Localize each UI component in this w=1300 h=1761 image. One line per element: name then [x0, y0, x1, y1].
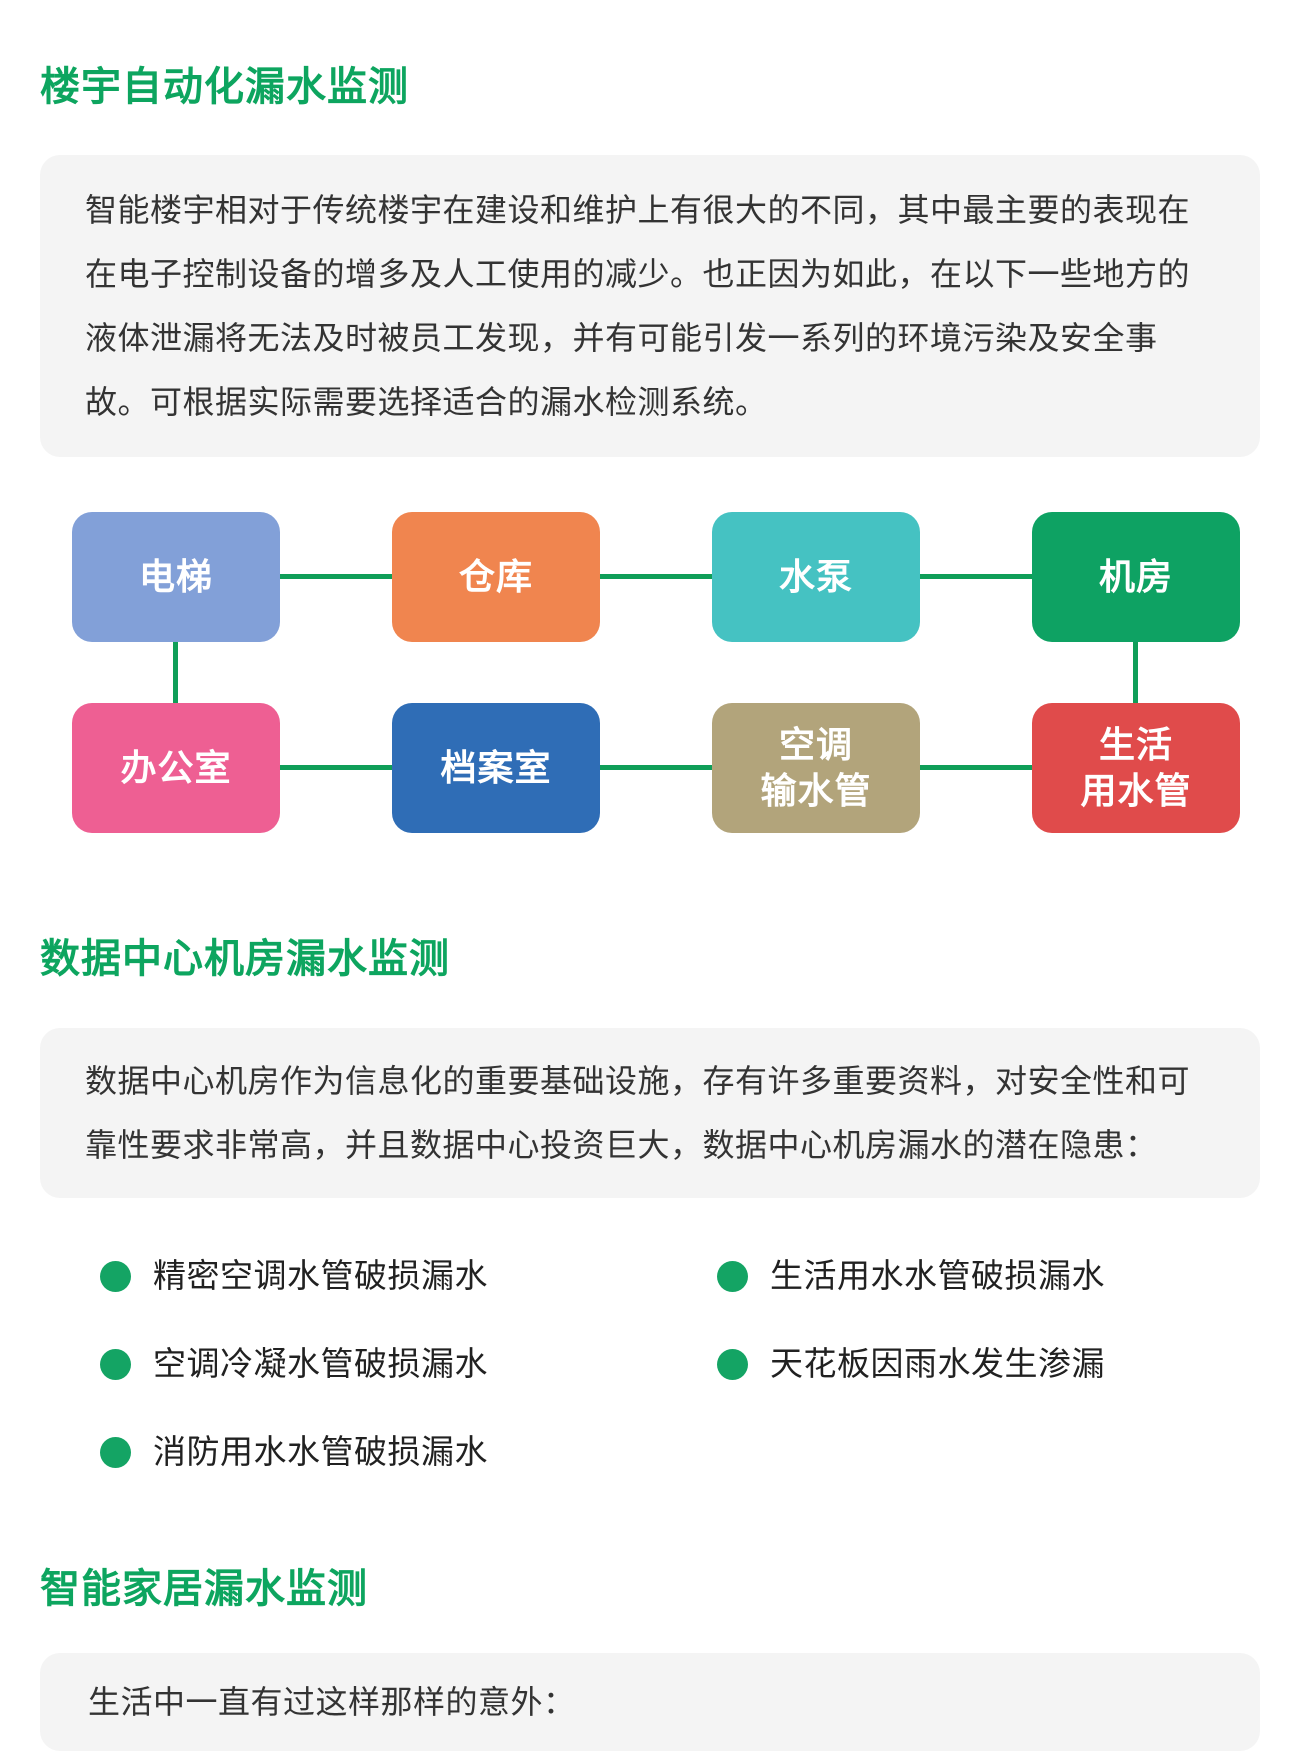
diagram-box-label: 水泵 [778, 556, 853, 597]
risk-bullet-list: 精密空调水管破损漏水 生活用水水管破损漏水空调冷凝水管破损漏水 天花板因雨水发生渗漏… [100, 1256, 1260, 1472]
bullet-dot-icon [717, 1260, 748, 1292]
building-automation-intro-text: 智能楼宇相对于传统楼宇在建设和维护上有很大的不同，其中最主要的表现在在电子控制设… [85, 192, 1191, 420]
diagram-box-label: 生活 用水管 [1080, 724, 1192, 811]
bullet-label: 消防用水水管破损漏水 [153, 1433, 488, 1470]
building-automation-intro-panel: 智能楼宇相对于传统楼宇在建设和维护上有很大的不同，其中最主要的表现在在电子控制设… [40, 155, 1260, 457]
data-center-intro-text: 数据中心机房作为信息化的重要基础设施，存有许多重要资料，对安全性和可靠性要求非常… [85, 1063, 1191, 1163]
diagram-box-label: 电梯 [138, 556, 213, 597]
section-title-building-automation: 楼宇自动化漏水监测 [40, 65, 409, 109]
connector-line-row1 [176, 574, 1136, 579]
diagram-box-domestic-water-pipe: 生活 用水管 [1032, 703, 1240, 833]
section-title-data-center: 数据中心机房漏水监测 [40, 937, 450, 981]
diagram-box-elevator: 电梯 [72, 512, 280, 642]
diagram-box-label: 档案室 [440, 747, 552, 788]
diagram-box-label: 办公室 [120, 747, 232, 788]
diagram-box-machine-room: 机房 [1032, 512, 1240, 642]
bullet-dot-icon [100, 1348, 131, 1380]
bullet-item: 消防用水水管破损漏水 [100, 1432, 717, 1472]
connector-line-row2 [176, 765, 1136, 770]
bullet-label: 精密空调水管破损漏水 [153, 1257, 488, 1294]
bullet-dot-icon [717, 1348, 748, 1380]
bullet-item: 精密空调水管破损漏水 [100, 1256, 717, 1296]
diagram-box-warehouse: 仓库 [392, 512, 600, 642]
smart-home-intro-panel: 生活中一直有过这样那样的意外： [40, 1653, 1260, 1751]
diagram-box-ac-water-pipe: 空调 输水管 [712, 703, 920, 833]
diagram-box-water-pump: 水泵 [712, 512, 920, 642]
bullet-item: 空调冷凝水管破损漏水 [100, 1344, 717, 1384]
diagram-box-label: 仓库 [458, 556, 533, 597]
connector-line-left [173, 577, 178, 768]
bullet-item: 天花板因雨水发生渗漏 [717, 1344, 1260, 1384]
bullet-dot-icon [100, 1436, 131, 1468]
section-title-smart-home: 智能家居漏水监测 [40, 1567, 368, 1611]
diagram-box-archive-room: 档案室 [392, 703, 600, 833]
smart-home-intro-text: 生活中一直有过这样那样的意外： [88, 1684, 576, 1720]
diagram-box-office: 办公室 [72, 703, 280, 833]
diagram-box-label: 机房 [1098, 556, 1173, 597]
data-center-intro-panel: 数据中心机房作为信息化的重要基础设施，存有许多重要资料，对安全性和可靠性要求非常… [40, 1028, 1260, 1198]
diagram-row-2: 办公室 档案室 空调 输水管 生活 用水管 [72, 703, 1240, 833]
diagram-box-label: 空调 输水管 [760, 724, 872, 811]
leak-location-diagram: 电梯 仓库 水泵 机房 办公室 档案室 空调 输水管 生活 用水管 [40, 512, 1260, 836]
diagram-row-1: 电梯 仓库 水泵 机房 [72, 512, 1240, 642]
bullet-dot-icon [100, 1260, 131, 1292]
bullet-label: 空调冷凝水管破损漏水 [153, 1345, 488, 1382]
bullet-label: 天花板因雨水发生渗漏 [770, 1345, 1105, 1382]
bullet-item: 生活用水水管破损漏水 [717, 1256, 1260, 1296]
connector-line-right [1133, 577, 1138, 768]
bullet-label: 生活用水水管破损漏水 [770, 1257, 1105, 1294]
